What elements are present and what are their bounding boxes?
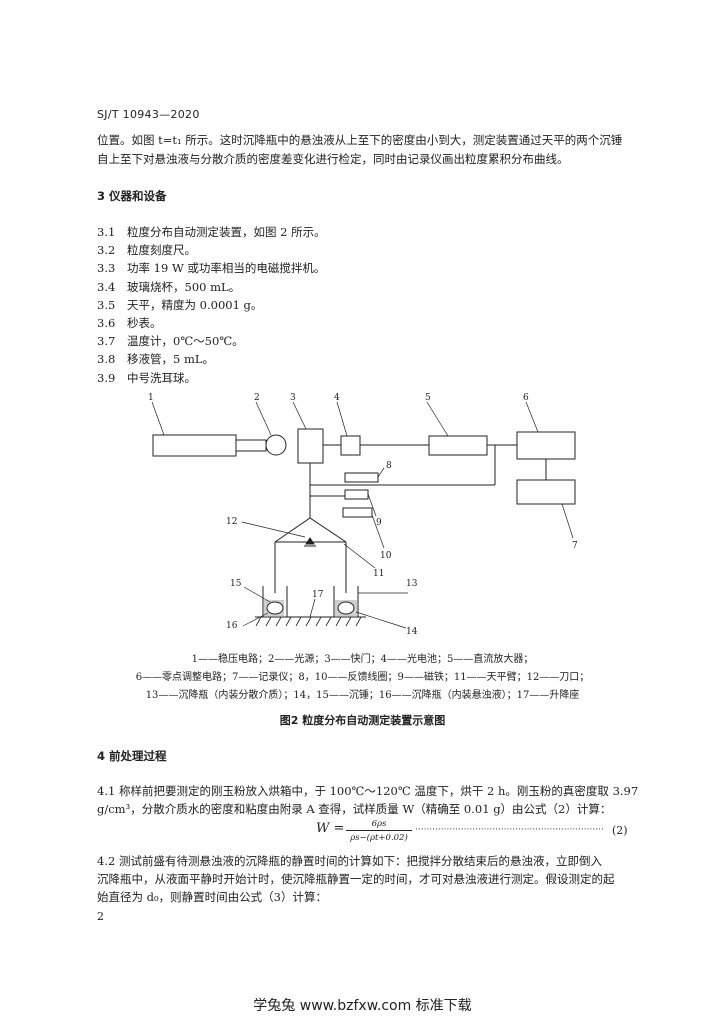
section-4-title: 4 前处理过程 <box>97 749 167 763</box>
section-3-title: 3 仪器和设备 <box>97 189 167 203</box>
figure-label-14: 14 <box>406 627 418 637</box>
item-number: 3.4 <box>97 279 116 294</box>
para-4-2-line-1: 4.2 测试前盛有待测悬浊液的沉降瓶的静置时间的计算如下：把搅拌分散结束后的悬浊… <box>97 854 602 868</box>
figure-title: 图2 粒度分布自动测定装置示意图 <box>279 714 446 727</box>
section-3-item: 3.7 温度计，0℃～50℃。 <box>97 333 244 349</box>
formula-numerator: 6ρs <box>346 818 412 831</box>
figure-2-diagram: 1 2 3 4 5 6 7 8 9 10 11 12 13 14 15 16 1… <box>148 393 578 637</box>
weight-14 <box>337 601 355 615</box>
item-text: 粒度分布自动测定装置，如图 2 所示。 <box>127 225 326 239</box>
figure-label-17: 17 <box>312 590 324 600</box>
zero-adjust-box <box>516 431 576 460</box>
section-3-item: 3.8 移液管，5 mL。 <box>97 351 214 367</box>
item-text: 温度计，0℃～50℃。 <box>127 334 244 349</box>
section-3-item: 3.4 玻璃烧杯，500 mL。 <box>97 279 240 295</box>
shutter-box <box>297 428 324 464</box>
figure-label-15: 15 <box>230 579 242 589</box>
standard-number: SJ/T 10943—2020 <box>97 108 200 121</box>
item-text: 中号洗耳球。 <box>127 370 196 385</box>
section-3-item: 3.1 粒度分布自动测定装置，如图 2 所示。 <box>97 224 326 240</box>
section-3-item: 3.3 功率 19 W 或功率相当的电磁搅拌机。 <box>97 260 325 276</box>
item-number: 3.6 <box>97 316 116 330</box>
item-text: 秒表。 <box>127 316 162 330</box>
figure-label-5: 5 <box>425 393 431 403</box>
figure-label-12: 12 <box>226 517 237 527</box>
weight-15 <box>266 601 284 615</box>
figure-label-16: 16 <box>226 621 238 631</box>
stabilizer-circuit-box <box>152 434 237 457</box>
figure-label-8: 8 <box>386 461 392 471</box>
item-text: 玻璃烧杯，500 mL。 <box>127 279 241 294</box>
figure-legend-line-1: 1——稳压电路；2——光源；3——快门；4——光电池；5——直流放大器； <box>191 654 534 665</box>
item-text: 天平，精度为 0.0001 g。 <box>127 297 263 312</box>
item-text: 功率 19 W 或功率相当的电磁搅拌机。 <box>127 261 326 276</box>
item-number: 3.8 <box>97 352 116 367</box>
figure-legend-line-2: 6——零点调整电路；7——记录仪；8，10——反馈线圈；9——磁铁；11——天平… <box>135 672 590 683</box>
para-4-1-line-1: 4.1 称样前把要测定的刚玉粉放入烘箱中，于 100℃～120℃ 温度下，烘干 … <box>97 784 639 798</box>
item-number: 3.2 <box>97 243 116 258</box>
item-text: 移液管，5 mL。 <box>127 352 215 367</box>
item-number: 3.3 <box>97 261 116 276</box>
figure-label-6: 6 <box>523 393 529 403</box>
section-3-item: 3.2 粒度刻度尺。 <box>97 242 196 258</box>
photocell-box <box>340 435 361 456</box>
feedback-coil-8 <box>344 472 379 483</box>
recorder-box <box>516 479 576 505</box>
item-number: 3.9 <box>97 370 116 385</box>
section-3-item: 3.9 中号洗耳球。 <box>97 370 196 386</box>
dc-amplifier-box <box>428 435 488 456</box>
figure-label-10: 10 <box>380 551 392 561</box>
figure-legend-line-3: 13——沉降瓶（内装分散介质）；14，15——沉锤；16——沉降瓶（内装悬浊液）… <box>145 690 580 701</box>
figure-label-2: 2 <box>254 393 260 403</box>
intro-line-2: 自上至下对悬浊液与分散介质的密度差变化进行检定，同时由记录仪画出粒度累积分布曲线… <box>97 152 569 166</box>
para-4-2-line-3: 始直径为 d₀，则静置时间由公式（3）计算： <box>97 890 327 904</box>
formula-lhs: W = <box>316 821 345 836</box>
feedback-coil-10 <box>342 507 373 518</box>
figure-label-3: 3 <box>290 393 296 403</box>
magnet-9 <box>344 489 369 500</box>
para-4-1-line-2: g/cm³，分散介质水的密度和粘度由附录 A 查得，试样质量 W（精确至 0.0… <box>97 802 612 816</box>
item-text: 粒度刻度尺。 <box>127 243 196 258</box>
figure-label-1: 1 <box>148 393 154 403</box>
para-4-2-line-2: 沉降瓶中，从液面平静时开始计时，使沉降瓶静置一定的时间，才可对悬浊液进行测定。假… <box>97 872 615 886</box>
footer-watermark[interactable]: 学兔兔 www.bzfxw.com 标准下载 <box>253 998 472 1014</box>
light-connector <box>235 439 267 452</box>
item-number: 3.7 <box>97 334 116 349</box>
item-number: 3.1 <box>97 225 116 239</box>
section-3-item: 3.5 天平，精度为 0.0001 g。 <box>97 297 262 313</box>
figure-label-9: 9 <box>376 518 382 528</box>
figure-label-7: 7 <box>572 541 578 551</box>
light-source-circle <box>265 434 287 456</box>
item-number: 3.5 <box>97 297 116 312</box>
page-number: 2 <box>97 910 104 923</box>
formula-denominator: ρs−(ρt+0.02) <box>350 833 408 843</box>
formula-number: (2) <box>612 824 628 837</box>
section-3-item: 3.6 秒表。 <box>97 315 162 331</box>
figure-label-13: 13 <box>406 579 418 589</box>
intro-line-1: 位置。如图 t=t₁ 所示。这时沉降瓶中的悬浊液从上至下的密度由小到大，测定装置… <box>97 133 623 147</box>
figure-label-4: 4 <box>334 393 340 403</box>
formula-dot-leader: ········································… <box>415 825 604 835</box>
figure-label-11: 11 <box>373 569 384 579</box>
